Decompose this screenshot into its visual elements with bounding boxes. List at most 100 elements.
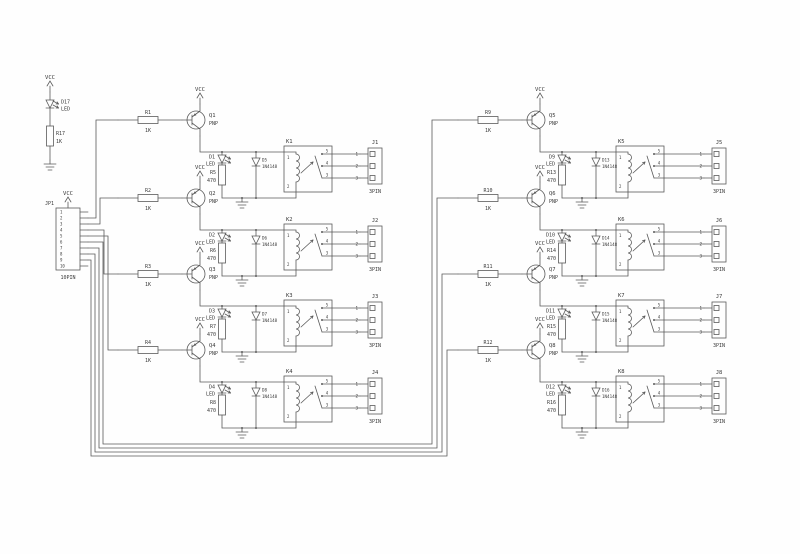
junction-dot	[321, 307, 323, 309]
led-ref: D4	[209, 385, 215, 391]
connector-pin	[713, 151, 720, 157]
diode-ref: D15	[602, 312, 610, 317]
led-ray	[224, 309, 231, 314]
relay-switch-blade	[646, 155, 655, 179]
collector-rail	[539, 135, 617, 153]
connector-pin-number: 4	[60, 228, 63, 233]
led-ref: D11	[546, 309, 555, 315]
arrowhead	[228, 160, 231, 164]
vcc-arrow	[536, 322, 544, 329]
vcc-label: VCC	[195, 241, 205, 247]
transistor-type: PNP	[209, 275, 218, 281]
diode-triangle	[251, 235, 261, 245]
relay-switch-blade	[646, 385, 655, 409]
relay-switch-blade	[314, 309, 323, 333]
resistor-body	[558, 318, 566, 340]
relay-ref: K4	[286, 369, 293, 375]
resistor-value: 470	[207, 332, 216, 338]
resistor-body	[477, 346, 499, 354]
arrowhead	[228, 156, 231, 160]
connector-pin-number: 3	[699, 254, 702, 259]
relay-pin-number: 3	[326, 327, 329, 332]
junction-dot	[321, 243, 323, 245]
relay-pin-number: 1	[619, 309, 622, 314]
transistor-type: PNP	[549, 199, 558, 205]
relay-ref: K8	[618, 369, 625, 375]
connector-pin-number: 2	[699, 242, 702, 247]
connector-pin	[713, 317, 720, 323]
connector-pin-number: 2	[355, 164, 358, 169]
connector-pin-number: 2	[355, 394, 358, 399]
resistor-value: 1K	[485, 358, 491, 364]
resistor-value: 470	[547, 332, 556, 338]
connector-pin-number: 1	[699, 152, 702, 157]
relay-pin-number: 1	[287, 309, 290, 314]
led-triangle	[45, 99, 55, 109]
relay-pin-number: 4	[658, 161, 661, 166]
connector-pin	[369, 175, 376, 181]
pnp-arrow	[193, 113, 197, 117]
relay-coil	[627, 383, 632, 413]
transistor-ref: Q1	[209, 113, 216, 119]
resistor-ref: R3	[145, 264, 151, 270]
diode-ref: D7	[262, 312, 268, 317]
transistor-type: PNP	[549, 121, 558, 127]
vcc-arrow	[536, 92, 544, 99]
junction-dot	[255, 351, 257, 353]
relay-pin-number: 4	[326, 315, 329, 320]
vcc-arrow	[64, 196, 72, 203]
relay-actuator-arrow	[632, 391, 646, 404]
resistor-body	[218, 164, 226, 186]
relay-coil	[627, 307, 632, 337]
vcc-symbol: VCC	[63, 191, 73, 209]
connector-ref: J8	[716, 370, 723, 376]
junction-dot	[653, 231, 655, 233]
relay-actuator-arrow	[300, 391, 314, 404]
relay-ref: K6	[618, 217, 625, 223]
relay-ref: K5	[618, 139, 625, 145]
relay-body	[615, 145, 665, 193]
vcc-label: VCC	[195, 317, 205, 323]
diode-ref: D13	[602, 158, 610, 163]
connector-pin	[713, 329, 720, 335]
arrowhead	[642, 161, 646, 164]
pnp-arrow	[193, 191, 197, 195]
resistor-ref: R13	[547, 170, 556, 176]
input-wiring	[87, 119, 459, 457]
junction-dot	[653, 395, 655, 397]
resistor-body	[218, 242, 226, 264]
relay-pin-number: 5	[658, 149, 661, 154]
relay-coil-lead	[283, 229, 297, 233]
arrowhead	[568, 160, 571, 164]
resistor-body	[477, 194, 499, 202]
collector-rail	[199, 289, 285, 307]
resistor-body	[558, 164, 566, 186]
ground-symbol	[235, 275, 249, 287]
connector-pin-number: 3	[355, 330, 358, 335]
transistor-collector	[191, 276, 201, 284]
junction-dot	[255, 427, 257, 429]
connector-pin-number: 1	[699, 230, 702, 235]
vcc-arrow	[536, 246, 544, 253]
connector-pin	[369, 163, 376, 169]
connector-pin	[369, 393, 376, 399]
led-ray	[52, 100, 59, 105]
vcc-symbol: VCC	[535, 241, 545, 259]
resistor-value: 470	[207, 178, 216, 184]
resistor-ref: R8	[210, 400, 216, 406]
led-ray	[564, 309, 571, 314]
